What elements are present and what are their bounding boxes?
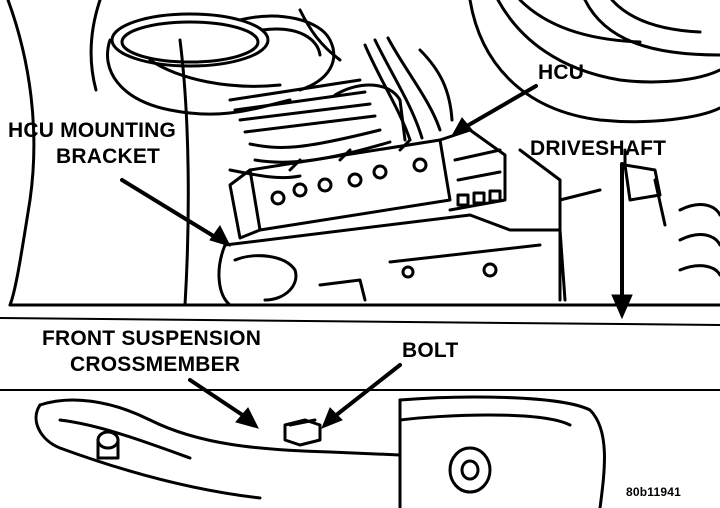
frame-rail <box>0 0 720 326</box>
hcu-body <box>228 83 507 240</box>
bolt-label: BOLT <box>402 339 459 362</box>
hcu-bracket-label-line2: BRACKET <box>56 145 161 168</box>
figure-id: 80b11941 <box>626 485 681 499</box>
bracket-leader <box>120 178 222 242</box>
leader-arrows <box>120 84 624 422</box>
tire-outline <box>468 0 720 124</box>
hcu-bracket-label-line1: HCU MOUNTING <box>8 119 177 142</box>
crossmember-leader <box>188 378 252 422</box>
hcu-label: HCU <box>538 61 585 84</box>
driveshaft-area <box>623 148 720 277</box>
hcu-mounting-bracket <box>217 148 602 307</box>
brake-lines <box>106 8 454 180</box>
crossmember <box>0 389 720 508</box>
hcu-leader <box>458 84 538 132</box>
crossmember-label-line2: CROSSMEMBER <box>70 353 241 376</box>
driveshaft-label: DRIVESHAFT <box>530 137 667 160</box>
crossmember-label-line1: FRONT SUSPENSION <box>42 327 262 350</box>
bolt-leader <box>328 363 402 422</box>
arrowheads <box>209 117 633 429</box>
